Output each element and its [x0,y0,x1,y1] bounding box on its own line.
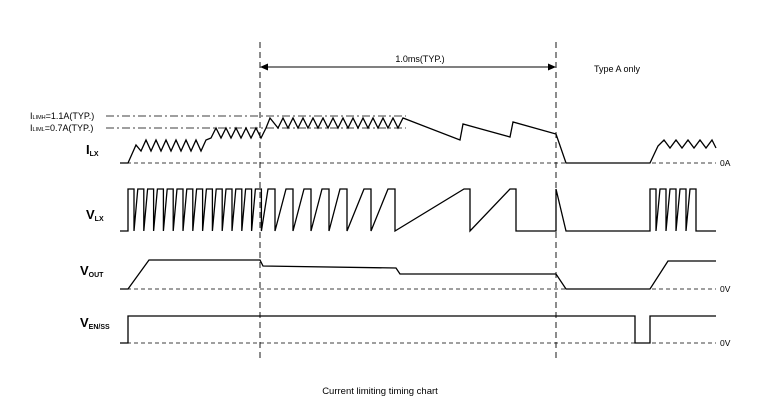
vout-waveform [120,259,716,290]
vout-ref-label: 0V [720,284,731,294]
duration-label: 1.0ms(TYP.) [395,54,444,64]
vout-label: VOUT [80,263,104,279]
ven-label: VEN/SS [80,315,110,331]
caption: Current limiting timing chart [322,386,438,397]
threshold-high-label: ILIMH=1.1A(TYP.) [30,111,94,121]
ilx-ref-label: 0A [720,158,731,168]
ven-ref-label: 0V [720,338,731,348]
duration-arrow [260,63,556,71]
threshold-low-label: ILIML=0.7A(TYP.) [30,123,93,133]
type-a-note: Type A only [594,64,641,74]
ilx-waveform [120,116,717,164]
svg-text:ILIMH=1.1A(TYP.): ILIMH=1.1A(TYP.) [30,111,94,121]
ven-waveform [120,315,716,344]
svg-text:ILIML=0.7A(TYP.): ILIML=0.7A(TYP.) [30,123,93,133]
vlx-label: VLX [86,207,104,223]
vlx-waveform [120,188,716,233]
ilx-label: ILX [86,142,99,158]
